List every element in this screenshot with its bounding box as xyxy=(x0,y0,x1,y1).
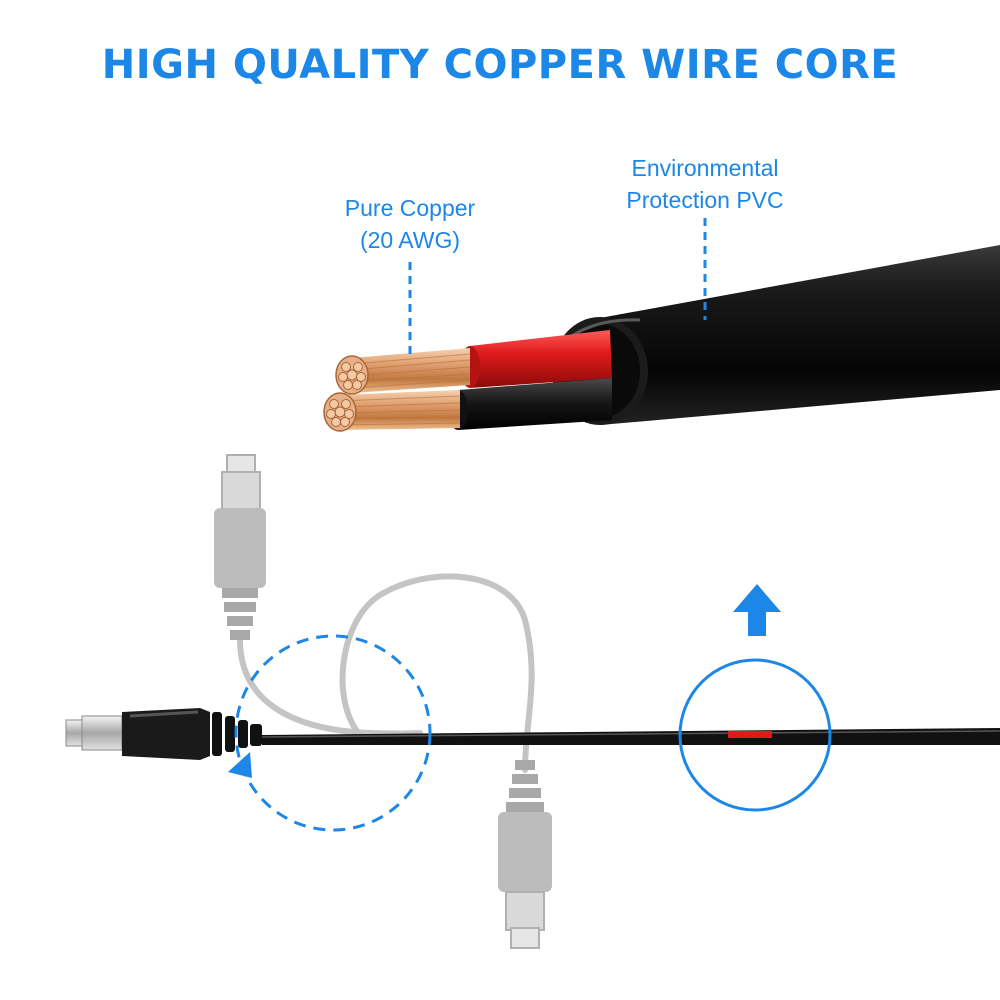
callout-pvc-line2: Protection PVC xyxy=(626,187,784,213)
pvc-jacket xyxy=(600,245,1000,425)
callout-pure-copper-line1: Pure Copper xyxy=(344,195,476,221)
dc-barrel-plug xyxy=(65,708,262,760)
ghost-connector-bottom xyxy=(498,760,552,949)
exposed-red-core xyxy=(728,731,772,738)
page-title: HIGH QUALITY COPPER WIRE CORE xyxy=(101,42,899,88)
ghost-cable xyxy=(237,573,535,773)
callout-pvc-line1: Environmental xyxy=(631,155,779,181)
callout-pure-copper: Pure Copper (20 AWG) xyxy=(300,192,520,256)
dc-cable xyxy=(261,728,1000,745)
arrow-up-icon xyxy=(733,584,781,636)
callout-pvc: Environmental Protection PVC xyxy=(590,152,820,216)
flex-highlight-circle xyxy=(234,634,432,832)
circular-arrow-icon xyxy=(228,752,252,778)
magnifier-circle xyxy=(678,658,832,812)
red-insulation xyxy=(470,330,612,388)
callout-pure-copper-line2: (20 AWG) xyxy=(359,227,461,253)
copper-strands-upper xyxy=(352,348,470,393)
black-insulation xyxy=(458,378,612,430)
ghost-connector-top xyxy=(214,454,266,640)
cable-cross-section xyxy=(323,245,1000,432)
